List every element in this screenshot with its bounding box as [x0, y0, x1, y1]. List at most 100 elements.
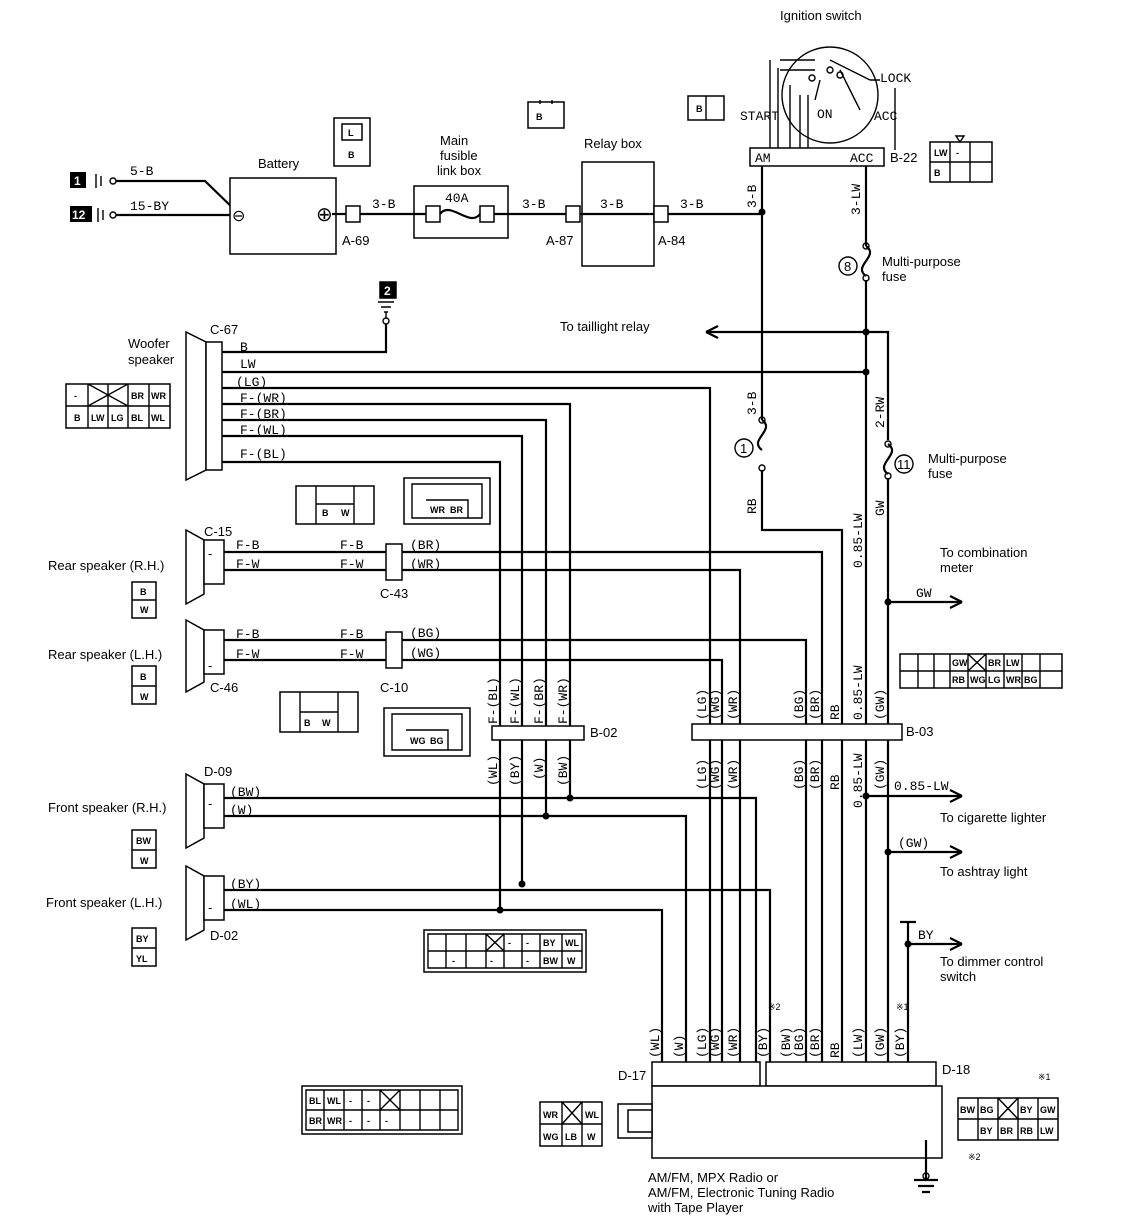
b02-down-w: (W)	[532, 757, 547, 780]
svg-text:LB: LB	[565, 1132, 577, 1142]
svg-text:LG: LG	[988, 675, 1001, 685]
svg-text:-: -	[508, 938, 511, 948]
d18-bg: (BG)	[792, 1027, 807, 1058]
fuse-1-marker	[734, 438, 754, 458]
rear-lh-label: Rear speaker (L.H.)	[48, 647, 162, 662]
svg-text:BW: BW	[543, 956, 558, 966]
wire-gw: GW	[873, 500, 888, 516]
svg-text:-: -	[956, 148, 959, 158]
svg-text:BW: BW	[136, 836, 151, 846]
c46-connector-face: B W	[131, 665, 157, 705]
ignition-switch: Ignition switch LOCK START ON ACC AM ACC…	[740, 8, 993, 183]
fuse-8-marker	[838, 256, 858, 276]
svg-text:WL: WL	[585, 1110, 599, 1120]
rear-lh-wire-fb: F-B	[236, 627, 260, 642]
svg-text:-: -	[74, 391, 77, 401]
svg-text:RB: RB	[1020, 1126, 1033, 1136]
d18-gw: (GW)	[873, 1027, 888, 1058]
d17-lg: (LG)	[695, 1027, 710, 1058]
a87-connector-label: A-87	[546, 233, 573, 248]
ignition-switch-contacts	[769, 59, 815, 150]
c43-connector	[385, 543, 403, 581]
svg-text:WG: WG	[970, 675, 986, 685]
radio-label-1: AM/FM, MPX Radio or	[648, 1170, 779, 1185]
svg-text:WG: WG	[543, 1132, 559, 1142]
d18-by: (BY)	[756, 1027, 771, 1058]
b03-up-wg: (WG)	[708, 689, 723, 720]
svg-text:BL: BL	[131, 413, 143, 423]
svg-text:-: -	[208, 796, 212, 811]
woofer-speaker: Woofer speaker C-67 2 B LW (LG) F-(WR) F…	[65, 281, 870, 1062]
relay-internal-wire: 3-B	[600, 197, 624, 212]
svg-text:BY: BY	[136, 934, 149, 944]
c10-connector-label: C-10	[380, 680, 408, 695]
fuse-8-number: 8	[844, 259, 851, 274]
svg-text:BG: BG	[430, 736, 444, 746]
relay-box-label: Relay box	[584, 136, 642, 151]
b02-up-fbl: F-(BL)	[486, 677, 501, 724]
rear-lh-out-bg: (BG)	[410, 626, 441, 641]
to-dimmer-control-2: switch	[940, 969, 976, 984]
c15-connector-face: B W	[131, 581, 157, 619]
fusible-link-rating: 40A	[445, 191, 469, 206]
b03-up-rb: RB	[828, 704, 843, 720]
d09-connector-label: D-09	[204, 764, 232, 779]
front-rh-label: Front speaker (R.H.)	[48, 800, 166, 815]
rear-lh-wire-fw: F-W	[236, 647, 260, 662]
rear-rh-wire-fb: F-B	[236, 538, 260, 553]
b02-connector-label: B-02	[590, 725, 617, 740]
svg-text:BR: BR	[131, 391, 144, 401]
svg-text:GW: GW	[1040, 1105, 1056, 1115]
c43-connector-label: C-43	[380, 586, 408, 601]
svg-text:WR: WR	[1006, 675, 1021, 685]
front-rh-wire-bw: (BW)	[230, 785, 261, 800]
svg-text:WG: WG	[410, 736, 426, 746]
wire-3b-vertical: 3-B	[745, 184, 760, 208]
to-cigarette-lighter: To cigarette lighter	[940, 810, 1047, 825]
svg-text:YL: YL	[136, 954, 148, 964]
b22-connector-label: B-22	[890, 150, 917, 165]
fusible-link-label-3: link box	[437, 163, 482, 178]
relay-box: Relay box 3-B 3-B A-87 A-84 B	[546, 95, 762, 267]
d18-connector-face: ※1 BW BG BY GW BY BR RB LW ※2	[957, 1072, 1059, 1162]
svg-text:B: B	[140, 587, 147, 597]
ignition-switch-title: Ignition switch	[780, 8, 862, 23]
note-2-d18: ※2	[768, 1002, 781, 1012]
woofer-wire-b: B	[240, 340, 248, 355]
svg-text:W: W	[140, 605, 149, 615]
svg-text:B: B	[934, 168, 941, 178]
lock-label: LOCK	[880, 71, 911, 86]
ground-1-wire: 5-B	[130, 164, 154, 179]
fuse-11-marker	[894, 454, 914, 474]
svg-text:BR: BR	[988, 658, 1001, 668]
fuse-1-number: 1	[740, 441, 747, 456]
svg-text:-: -	[208, 900, 212, 915]
d18-connector	[765, 1061, 937, 1087]
c10-connector-face-left: B W	[279, 691, 359, 733]
fuse-11-number: 11	[897, 457, 911, 472]
front-speaker-rh: Front speaker (R.H.) D-09 - (BW) (W) BW …	[48, 764, 758, 1062]
svg-text:W: W	[567, 956, 576, 966]
ignition-switch-connector	[749, 147, 885, 167]
b02-up-fbr: F-(BR)	[532, 677, 547, 724]
wire-3lw: 3-LW	[849, 184, 864, 215]
fuse-11-label-2: fuse	[928, 466, 953, 481]
d17-wl: (WL)	[648, 1027, 663, 1058]
d17-w: (W)	[672, 1035, 687, 1058]
d17-connector-face-center: - - BY WL - - - BW W	[423, 929, 587, 973]
rear-rh-label: Rear speaker (R.H.)	[48, 558, 164, 573]
svg-text:W: W	[140, 856, 149, 866]
svg-text:RB: RB	[952, 675, 965, 685]
c15-c46-connector-face: B W	[295, 485, 375, 525]
svg-text:W: W	[341, 508, 350, 518]
to-combination-meter-1: To combination	[940, 545, 1027, 560]
svg-text:LW: LW	[91, 413, 105, 423]
svg-text:B: B	[696, 104, 703, 114]
rear-rh-out-wr: (WR)	[410, 557, 441, 572]
svg-text:-: -	[490, 956, 493, 966]
b03-down-rb: RB	[828, 774, 843, 790]
c15-connector-label: C-15	[204, 524, 232, 539]
d17-wr: (WR)	[726, 1027, 741, 1058]
b02-up-fwr: F-(WR)	[556, 677, 571, 724]
fuse-8-label-2: fuse	[882, 269, 907, 284]
